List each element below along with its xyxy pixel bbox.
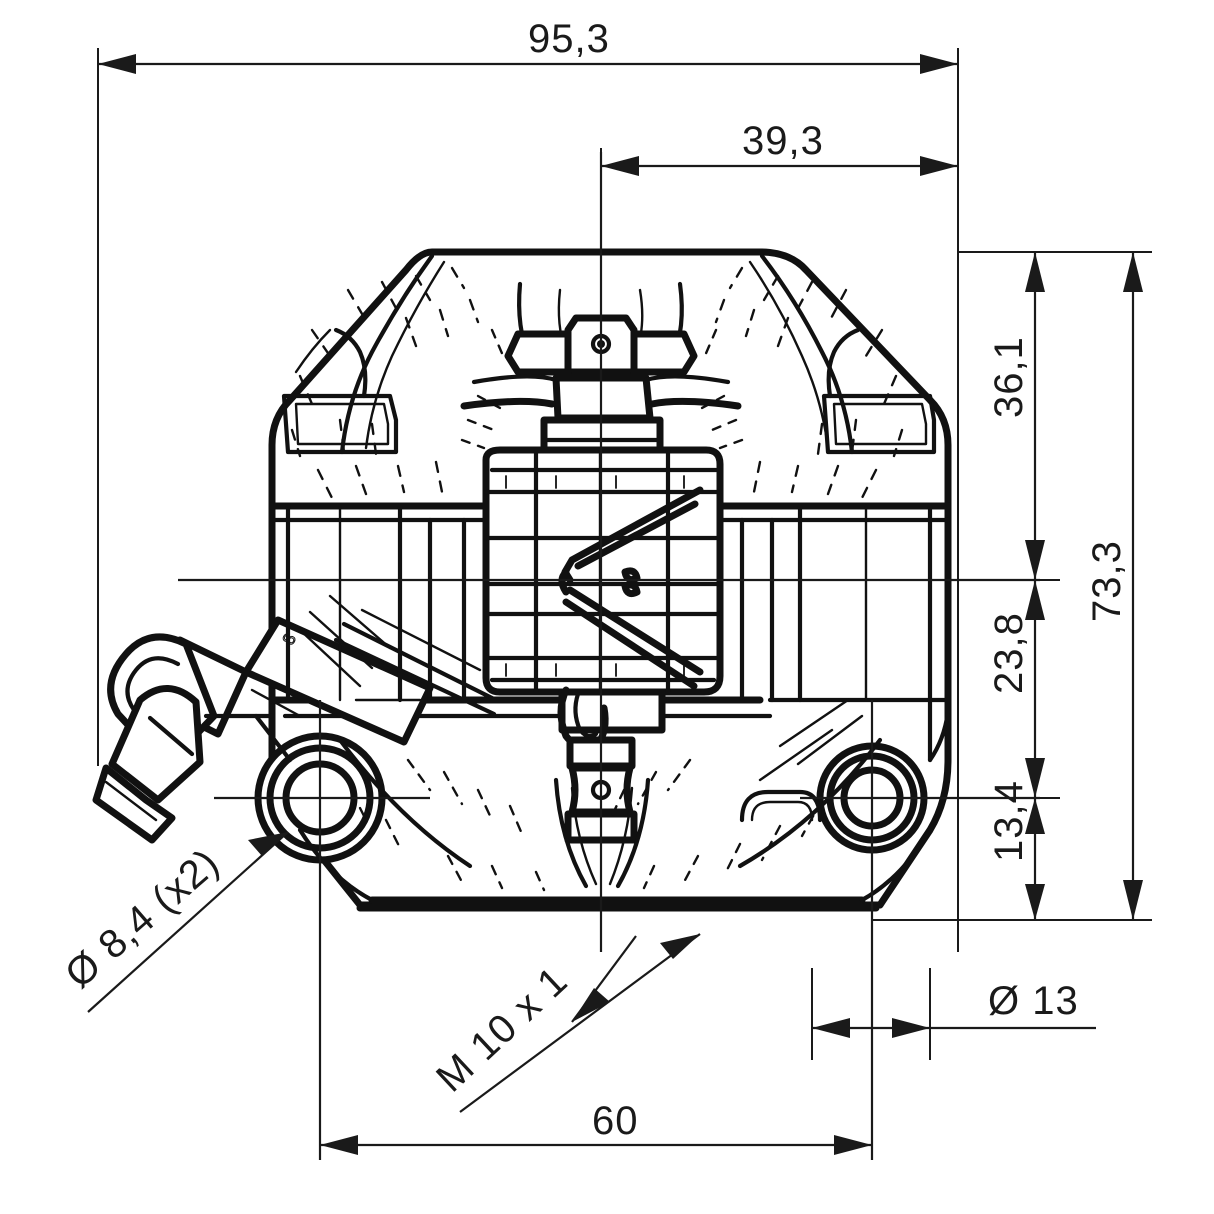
- banjo-end-cap-line: [104, 780, 158, 822]
- bolt-spacing-dimension: 60: [319, 880, 873, 1160]
- upper-bridge-edge: [460, 397, 556, 410]
- upper-bridge-plate: [471, 374, 559, 385]
- arrow-right-39: [920, 156, 958, 176]
- arrow-right-60: [834, 1135, 872, 1155]
- spring-clip-upper: [561, 486, 704, 584]
- bleed-screw-wings-right: [630, 330, 698, 376]
- spring-clip-upper2: [574, 500, 699, 570]
- spring-clip-lower: [566, 586, 704, 676]
- lower-skirt-left: [337, 737, 473, 869]
- arrow-bottom-238: [1025, 758, 1045, 798]
- arrow-top-36: [1025, 252, 1045, 292]
- cast-texture-mid-right: [758, 698, 864, 782]
- bottom-flange-right-ramp: [859, 827, 933, 903]
- spring-clip-lower2: [562, 598, 698, 690]
- lower-height-dimension: 13,4: [987, 780, 1045, 920]
- arrow-top-238: [1025, 580, 1045, 620]
- lower-center-v-right: [615, 777, 651, 889]
- lower-right-pocket-inner: [750, 800, 814, 822]
- hole-diameter-callout: Ø 8,4 (x2): [57, 831, 289, 1013]
- left-upper-rib-edge: [294, 328, 332, 374]
- caliper-outer-outline: [268, 248, 952, 909]
- leader-line-m10-a: [459, 933, 701, 1113]
- thread-label: M 10 x 1: [428, 958, 576, 1100]
- offset-width-dimension: 39,3: [600, 119, 958, 256]
- arrow-m10-a: [660, 934, 700, 959]
- arrow-d84: [248, 832, 288, 856]
- overall-width-dimension: 95,3: [97, 17, 959, 952]
- center-boss-marking: [621, 567, 641, 597]
- arrow-top-733: [1123, 252, 1143, 292]
- arrow-bottom-733: [1123, 880, 1143, 920]
- lower-center-v-right2: [608, 786, 634, 886]
- caliper-part-geometry: 8: [92, 248, 952, 912]
- bleed-screw-shank: [552, 374, 654, 422]
- right-upper-rib-inner: [748, 260, 830, 450]
- arrow-left-60: [320, 1135, 358, 1155]
- lower-height-value: 13,4: [987, 780, 1031, 862]
- left-upper-rib-inner: [364, 260, 446, 450]
- arrow-top-134: [1025, 798, 1045, 834]
- upper-bridge-edge-right: [648, 397, 742, 410]
- arrow-left-95: [98, 54, 136, 74]
- left-upper-rib: [339, 253, 435, 455]
- arrow-m10-b: [572, 988, 610, 1022]
- right-chamfer: [927, 709, 951, 763]
- thread-callout: M 10 x 1: [428, 933, 701, 1113]
- arrow-left-d13: [812, 1018, 850, 1038]
- lower-center-v-left2: [570, 786, 598, 886]
- pad-retainer-left2: [341, 621, 495, 701]
- banjo-bolt-inner: [125, 656, 181, 751]
- pad-retainer-left: [333, 637, 497, 717]
- lower-left-wedge: [253, 713, 293, 763]
- cast-texture-upper-right: [714, 266, 904, 500]
- bore-diameter-value: Ø 13: [988, 979, 1079, 1023]
- left-upper-rib-boss: [333, 327, 368, 399]
- housing-fine-detail: [505, 475, 685, 677]
- upper-height-value: 36,1: [987, 336, 1031, 418]
- banjo-cap-groove: [147, 715, 195, 757]
- left-shoulder-pocket: [281, 393, 399, 455]
- arrow-left-39: [601, 156, 639, 176]
- bleed-screw-wings: [504, 330, 572, 376]
- upper-height-dimension: 36,1: [987, 252, 1045, 580]
- bottom-flange-left-ramp: [297, 827, 375, 903]
- lower-center-v-left: [553, 777, 589, 889]
- hole-diameter-label: Ø 8,4 (x2): [57, 840, 228, 996]
- lower-skirt-right: [737, 737, 883, 869]
- lower-pin-clip-inner: [573, 691, 599, 739]
- cast-texture-mid-left: [250, 594, 422, 718]
- mid-height-value: 23,8: [987, 612, 1031, 694]
- banjo-cap: [108, 685, 204, 804]
- bore-diameter-dimension: Ø 13: [811, 968, 1096, 1060]
- cast-texture-center-top: [460, 328, 744, 450]
- cast-texture-upper-left: [290, 266, 480, 500]
- inlet-boss: [242, 616, 434, 746]
- left-shoulder-pocket-inner: [294, 402, 390, 446]
- arrow-bottom-134: [1025, 884, 1045, 920]
- right-upper-rib: [759, 253, 855, 455]
- right-shoulder-pocket-inner: [832, 402, 928, 446]
- upper-bridge-plate-right: [643, 374, 731, 385]
- arrow-right-d13: [892, 1018, 930, 1038]
- overall-height-dimension: 73,3: [1085, 252, 1143, 920]
- piston-housing: [482, 446, 724, 696]
- leader-line-d84: [87, 831, 289, 1013]
- bolt-spacing-value: 60: [592, 1099, 639, 1143]
- vertical-dimension-extension-lines: [872, 251, 1152, 921]
- pad-retainer-left3: [360, 608, 482, 672]
- mid-height-dimension: 23,8: [987, 580, 1045, 798]
- arrow-bottom-36: [1025, 540, 1045, 580]
- offset-width-value: 39,3: [742, 119, 824, 163]
- arrow-right-95: [920, 54, 958, 74]
- spring-clip-elbow: [558, 568, 570, 596]
- right-upper-rib-boss: [826, 327, 861, 399]
- overall-width-value: 95,3: [528, 17, 610, 61]
- overall-height-value: 73,3: [1085, 540, 1129, 622]
